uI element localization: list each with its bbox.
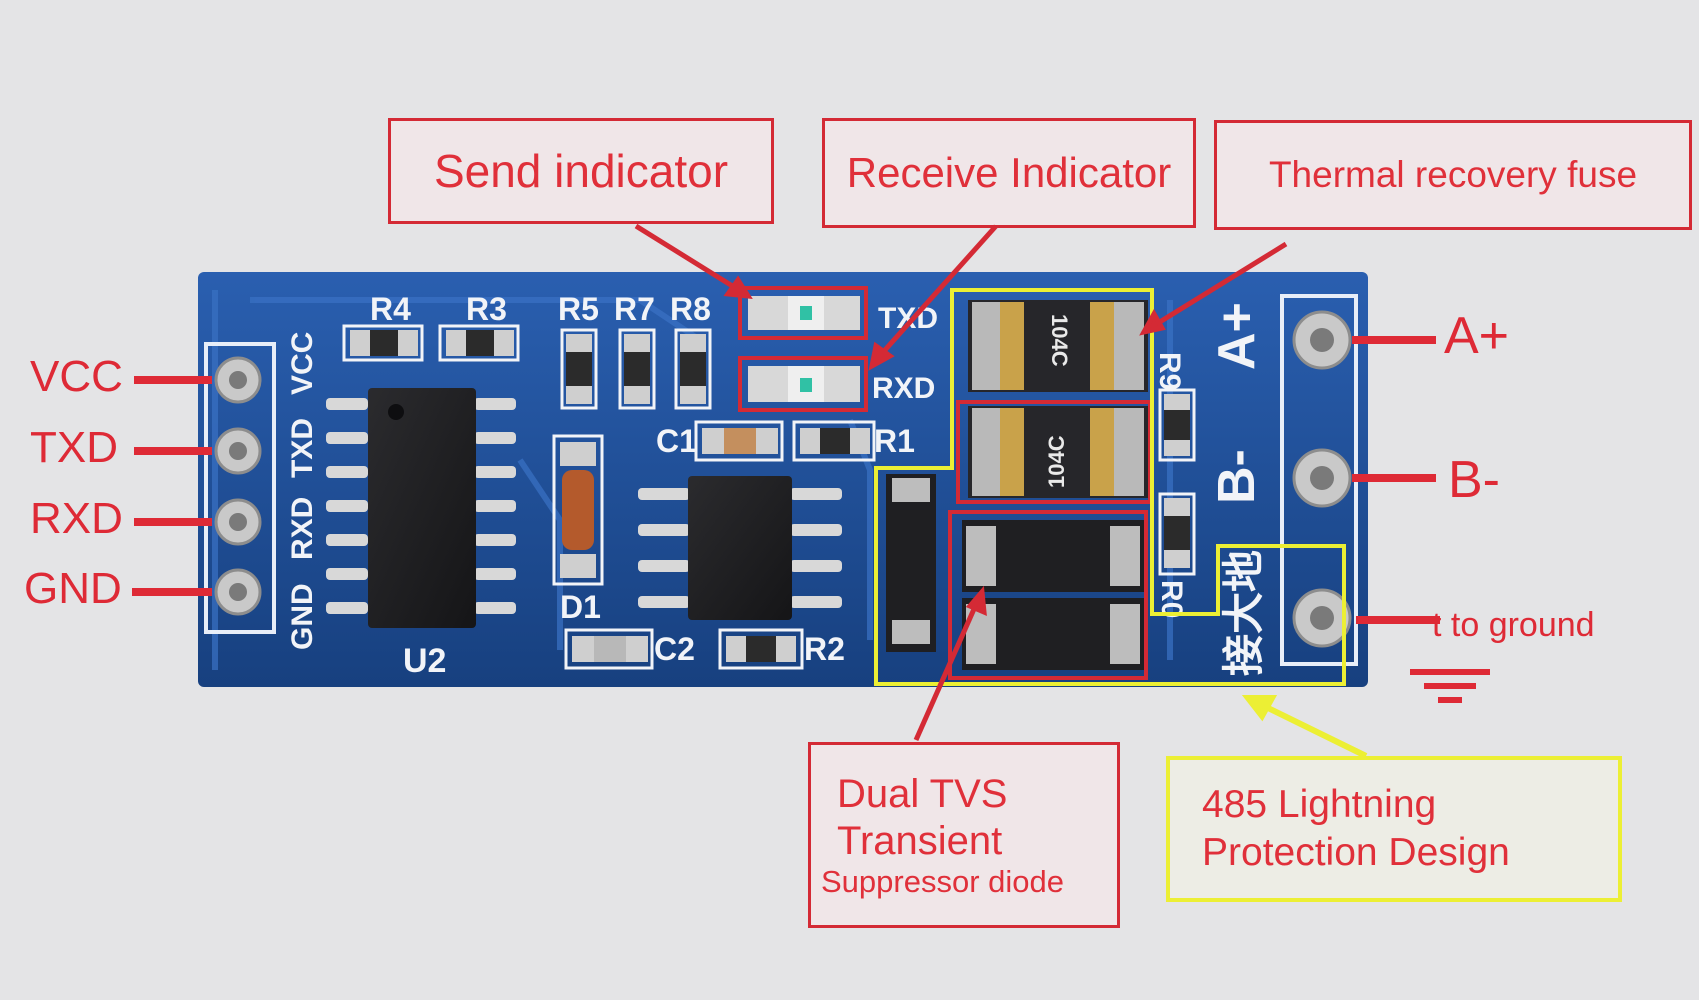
pcb-traces xyxy=(212,290,1173,670)
resistor-r1 xyxy=(792,420,876,462)
led-rxd xyxy=(738,356,868,412)
silk-d1: D1 xyxy=(560,589,601,625)
callout-receive-text: Receive Indicator xyxy=(846,149,1172,196)
callout-lightning-protection: 485 Lightning Protection Design xyxy=(1166,756,1622,902)
resistor-r4: R4 xyxy=(342,291,424,362)
callout-tvs-line1: Dual TVS xyxy=(837,772,1008,816)
ground-symbol-icon xyxy=(1410,669,1490,703)
silk-gnd: GND xyxy=(286,583,319,650)
silk-r0: R0 xyxy=(1155,580,1188,618)
pin-leader-lines xyxy=(132,376,212,596)
fuse-top: 104C xyxy=(968,300,1148,392)
lightning-protection-outline xyxy=(874,288,1346,686)
fuse-bottom: 104C xyxy=(968,406,1148,498)
callout-fuse-text: Thermal recovery fuse xyxy=(1268,154,1638,195)
silk-r2: R2 xyxy=(804,631,845,667)
silk-vcc: VCC xyxy=(286,332,319,395)
silk-txd-led: TXD xyxy=(878,302,938,335)
silk-r8: R8 xyxy=(670,291,711,327)
yellow-pointer xyxy=(1241,695,1368,759)
pin-label-vcc: VCC xyxy=(30,352,123,401)
pin-label-rxd: RXD xyxy=(30,494,123,543)
callout-lightning-line2: Protection Design xyxy=(1202,831,1510,874)
led-txd xyxy=(738,286,868,340)
silk-a-plus: A+ xyxy=(1208,302,1266,370)
silk-rxd-led: RXD xyxy=(872,372,935,405)
callout-lightning-line1: 485 Lightning xyxy=(1202,783,1437,826)
silk-r3: R3 xyxy=(466,291,507,327)
callout-dual-tvs: Dual TVS Transient Suppressor diode xyxy=(808,742,1120,928)
fuse-bottom-code: 104C xyxy=(1044,435,1069,488)
silk-txd: TXD xyxy=(286,418,319,478)
callout-send-text: Send indicator xyxy=(433,145,729,197)
pin-label-gnd: GND xyxy=(24,564,122,613)
resistor-r7 xyxy=(618,328,656,410)
silk-r7: R7 xyxy=(614,291,655,327)
silk-r1: R1 xyxy=(874,423,915,459)
silk-r4: R4 xyxy=(370,291,411,327)
chip-u2: U2 xyxy=(326,388,516,680)
terminal-label-ground: t to ground xyxy=(1432,606,1595,644)
silk-r9: R9 xyxy=(1153,352,1186,390)
tvs-highlight-outline xyxy=(948,510,1148,680)
callout-tvs-line2: Transient xyxy=(837,819,1003,863)
terminal-label-b-minus: B- xyxy=(1448,451,1500,509)
silk-ground-cn: 接大地 xyxy=(1220,550,1267,676)
chip-transceiver xyxy=(638,476,842,620)
resistor-r9 xyxy=(1158,388,1196,462)
silk-b-minus: B- xyxy=(1208,449,1266,504)
callout-thermal-fuse: Thermal recovery fuse xyxy=(1214,120,1692,230)
silk-c1: C1 xyxy=(656,423,697,459)
diode-d1 xyxy=(552,434,604,586)
callout-send-indicator: Send indicator xyxy=(388,118,774,224)
terminal-label-a-plus: A+ xyxy=(1444,307,1510,365)
callout-pointers xyxy=(634,223,1288,742)
resistor-r2 xyxy=(718,628,804,670)
resistor-r8 xyxy=(674,328,712,410)
pin-label-txd: TXD xyxy=(30,423,118,472)
pin-header-pads xyxy=(214,356,262,616)
resistor-r5 xyxy=(560,328,598,410)
silk-rxd: RXD xyxy=(286,497,319,560)
capacitor-c2 xyxy=(564,628,654,670)
terminal-pads xyxy=(1292,310,1352,648)
resistor-r3: R3 xyxy=(438,291,520,362)
silk-u2: U2 xyxy=(403,642,446,680)
capacitor-c1 xyxy=(694,420,784,462)
silk-c2: C2 xyxy=(654,631,695,667)
resistor-r0 xyxy=(1158,492,1196,576)
terminal-leader-lines xyxy=(1352,336,1440,624)
callout-receive-indicator: Receive Indicator xyxy=(822,118,1196,228)
silk-r5: R5 xyxy=(558,291,599,327)
callout-tvs-line3: Suppressor diode xyxy=(821,864,1064,899)
fuse-top-code: 104C xyxy=(1047,314,1072,367)
pin-header-outline xyxy=(204,342,276,634)
